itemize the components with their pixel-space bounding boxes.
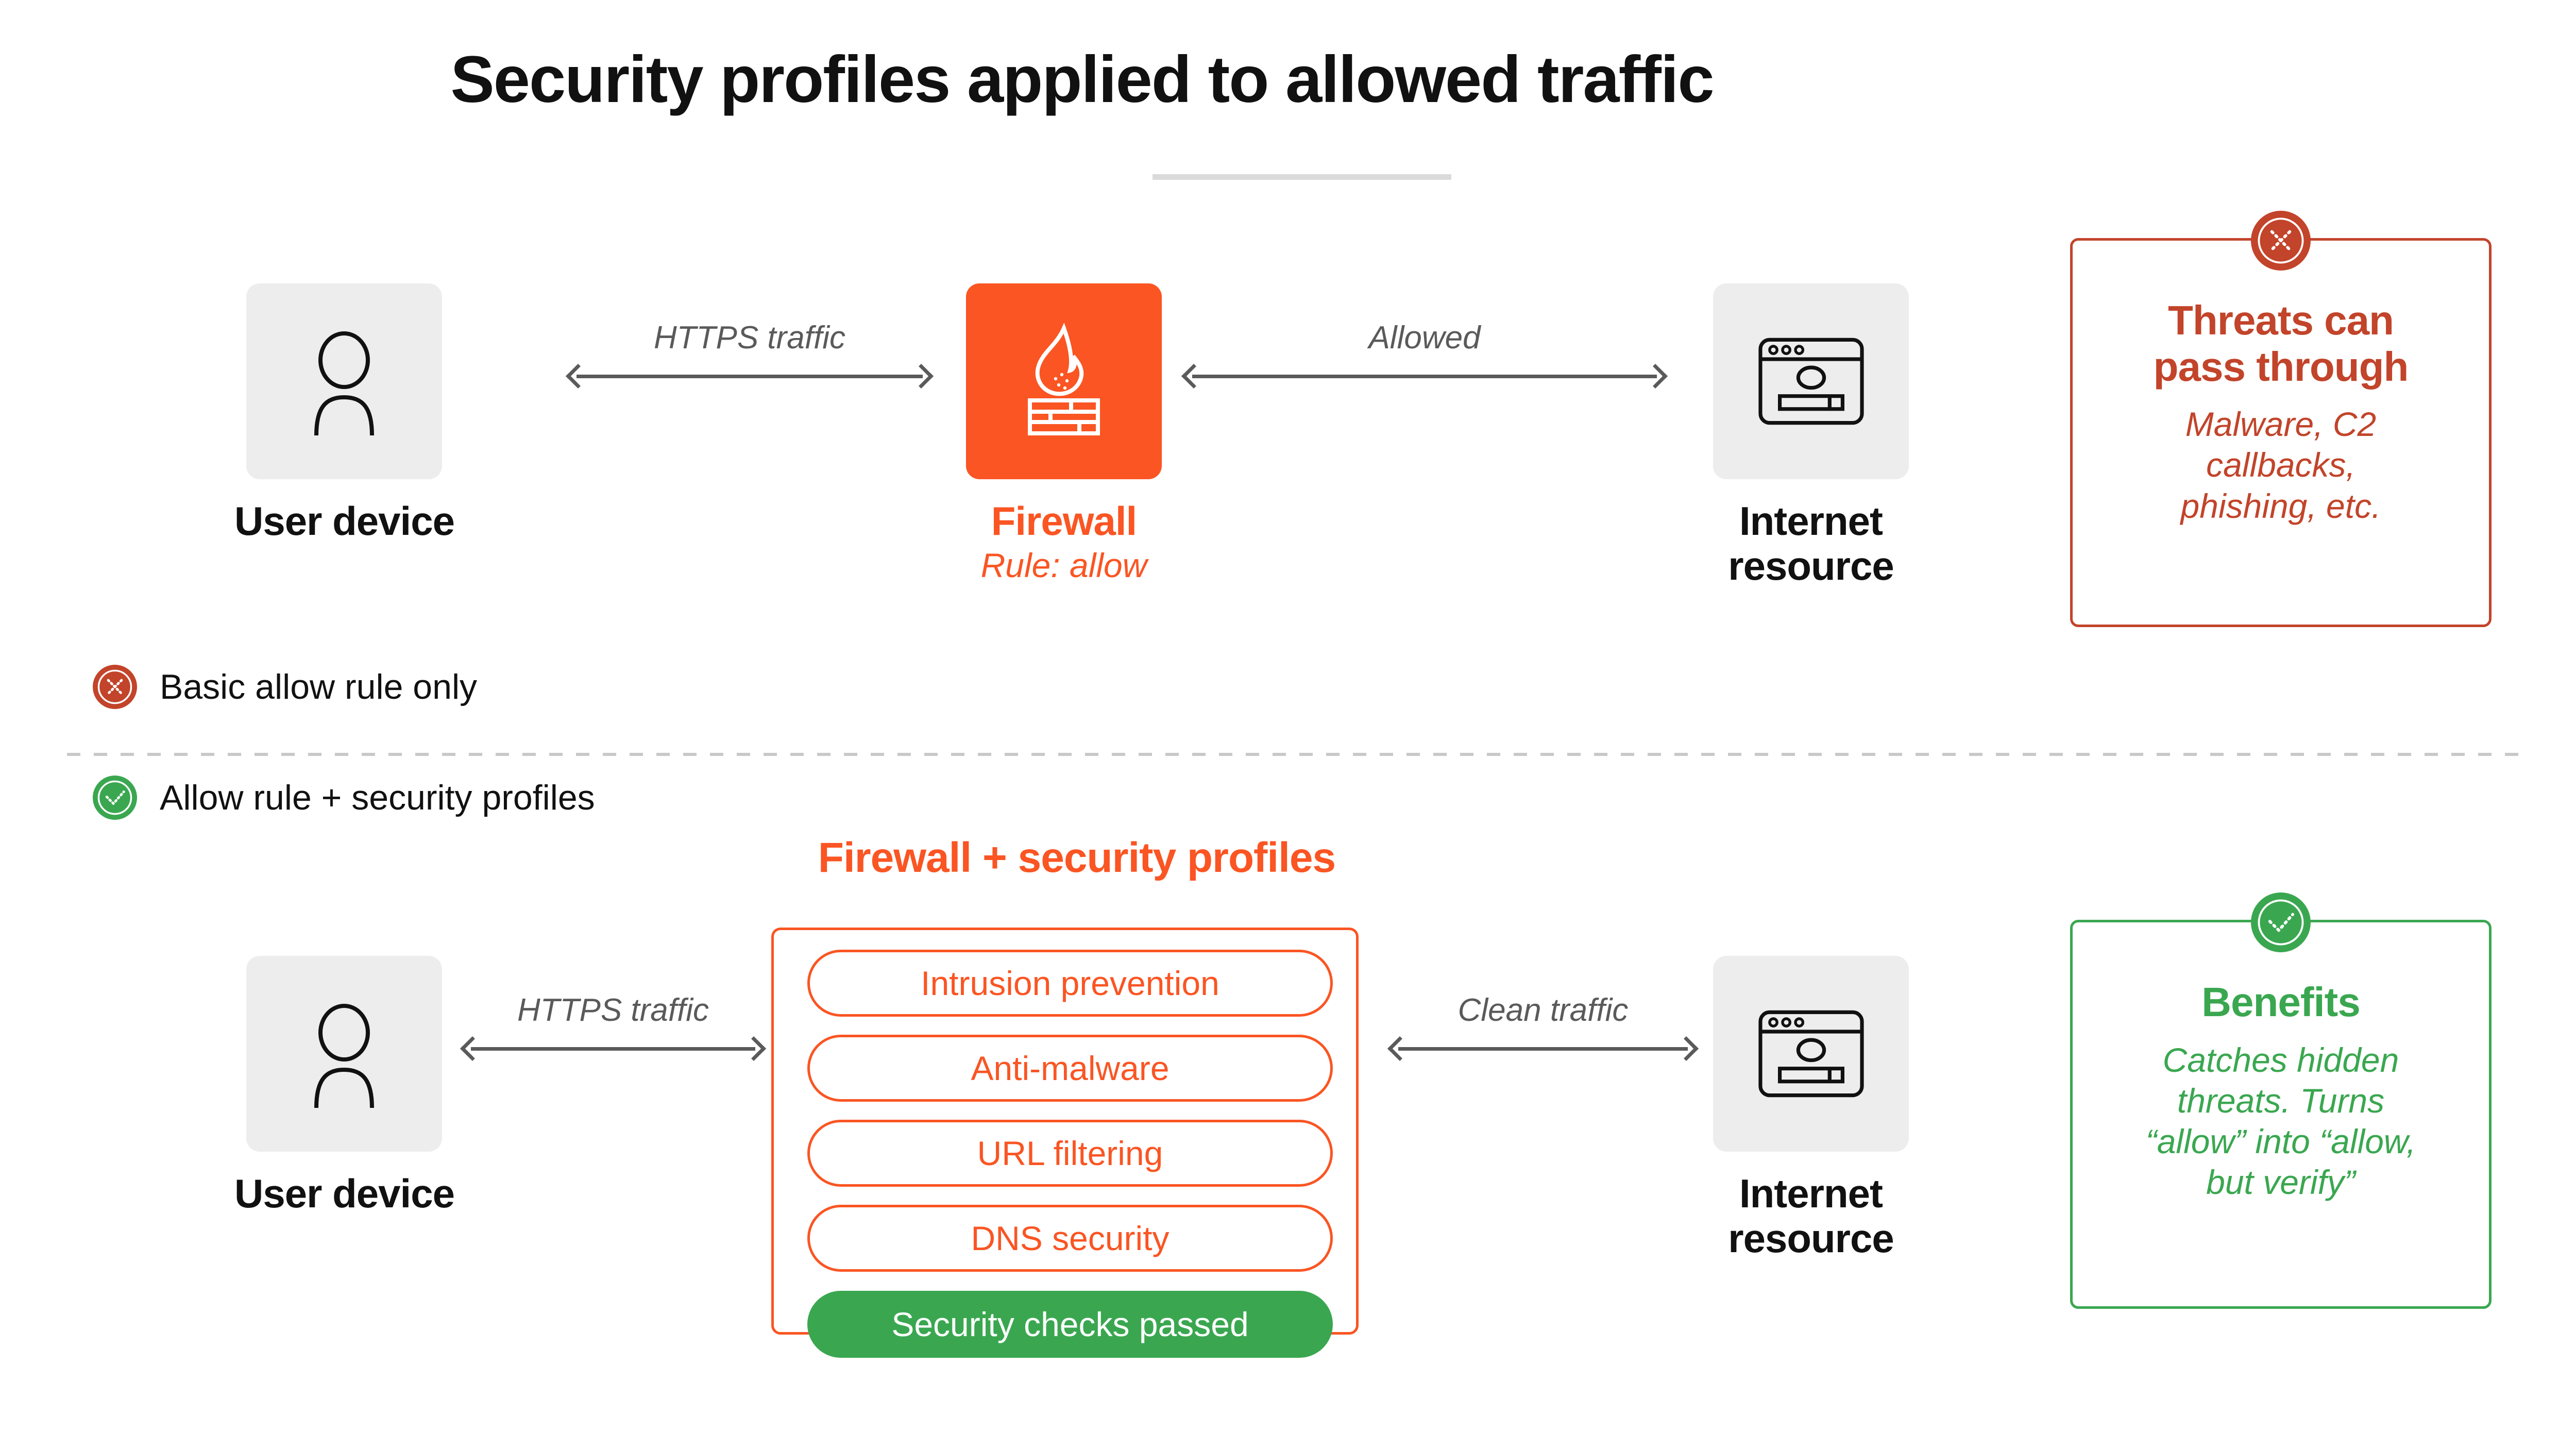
callout-threats-pass-through: Threats can pass through Malware, C2 cal… [2070,211,2492,627]
legend-label: Allow rule + security profiles [160,778,595,817]
browser-window-icon [1758,1010,1864,1098]
x-circle-glyph [97,669,132,704]
browser-window-icon [1758,338,1864,425]
internet-resource-label: Internet resource [1728,498,1894,589]
arrow-https-traffic-basic: HTTPS traffic [565,319,934,389]
callout-title: Benefits [2201,979,2361,1025]
internet-resource-tile [1713,956,1909,1152]
callout-body: Catches hidden threats. Turns “allow” in… [2145,1040,2416,1202]
profile-pill-intrusion-prevention[interactable]: Intrusion prevention [807,950,1333,1017]
profile-pill-label: Anti-malware [971,1049,1170,1087]
arrow-label: Clean traffic [1458,992,1629,1028]
arrow-label: Allowed [1368,320,1481,356]
node-user-device-profiles: User device [234,956,455,1216]
x-circle-icon [2251,211,2311,271]
check-circle-glyph [97,780,132,815]
check-circle-glyph [2258,899,2304,946]
internet-resource-label: Internet resource [1728,1171,1894,1261]
user-device-label: User device [234,498,455,544]
node-firewall-basic: Firewall Rule: allow [966,283,1162,585]
internet-resource-tile [1713,283,1909,479]
x-circle-icon [93,665,137,709]
person-icon [314,1004,375,1108]
profile-pill-dns-security[interactable]: DNS security [807,1205,1333,1272]
arrow-label: HTTPS traffic [517,992,709,1028]
firewall-label: Firewall [991,498,1137,544]
callout-benefits: Benefits Catches hidden threats. Turns “… [2070,892,2492,1309]
check-circle-icon [2251,892,2311,952]
double-arrow-icon [565,363,934,389]
legend-label: Basic allow rule only [160,667,478,706]
callout-body: Malware, C2 callbacks, phishing, etc. [2180,405,2381,525]
user-device-tile [246,956,443,1152]
legend-divider [67,753,2519,756]
page-title: Security profiles applied to allowed tra… [450,43,1714,116]
security-checks-passed-badge: Security checks passed [807,1291,1333,1358]
firewall-stack-title: Firewall + security profiles [818,834,1336,881]
arrow-allowed: Allowed [1181,319,1668,389]
legend-item-basic-allow: Basic allow rule only [93,665,477,709]
title-underline-rule [1153,174,1451,180]
profile-pill-label: Intrusion prevention [921,964,1219,1002]
callout-title: Threats can pass through [2153,297,2409,390]
profile-pill-url-filtering[interactable]: URL filtering [807,1120,1333,1187]
double-arrow-icon [460,1036,767,1062]
x-circle-glyph [2258,217,2304,264]
security-checks-passed-label: Security checks passed [891,1305,1249,1343]
arrow-label: HTTPS traffic [653,320,846,356]
user-device-tile [246,283,443,479]
arrow-https-traffic-profiles: HTTPS traffic [460,992,767,1062]
firewall-rule-label: Rule: allow [980,546,1147,585]
double-arrow-icon [1181,363,1668,389]
node-user-device-basic: User device [234,283,455,544]
node-internet-resource-basic: Internet resource [1713,283,1909,589]
legend-item-allow-plus-profiles: Allow rule + security profiles [93,776,595,820]
profile-pill-label: DNS security [971,1219,1170,1257]
node-internet-resource-profiles: Internet resource [1713,956,1909,1261]
profile-pill-anti-malware[interactable]: Anti-malware [807,1035,1333,1102]
double-arrow-icon [1387,1036,1699,1062]
profile-pill-label: URL filtering [977,1134,1163,1172]
firewall-flame-brick-icon [1028,323,1100,435]
check-circle-icon [93,776,137,820]
person-icon [314,331,375,435]
firewall-tile [966,283,1162,479]
user-device-label: User device [234,1171,455,1216]
arrow-clean-traffic: Clean traffic [1387,992,1699,1062]
